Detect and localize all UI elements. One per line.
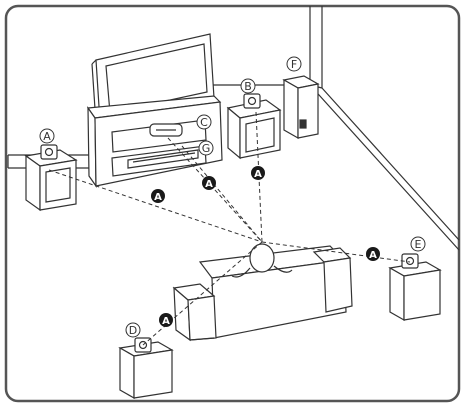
label-c: C <box>196 114 212 130</box>
svg-text:A: A <box>162 316 170 327</box>
distance-marker-5: A <box>159 313 173 327</box>
tv-stand <box>86 95 223 188</box>
label-e: E <box>410 236 426 252</box>
diagram-frame <box>4 4 461 403</box>
sofa-with-listener <box>172 243 353 342</box>
front-right-speaker <box>226 93 282 160</box>
svg-text:B: B <box>244 80 252 93</box>
label-a: A <box>39 128 55 144</box>
svg-text:A: A <box>43 130 51 143</box>
label-d: D <box>125 322 141 338</box>
svg-text:A: A <box>369 250 377 261</box>
label-f: F <box>286 56 302 72</box>
svg-text:E: E <box>415 238 422 251</box>
distance-marker-4: A <box>366 247 380 261</box>
svg-text:C: C <box>200 116 208 129</box>
label-g: G <box>198 140 214 156</box>
svg-text:G: G <box>202 142 211 155</box>
distance-marker-3: A <box>251 166 265 180</box>
subwoofer <box>282 75 320 140</box>
svg-text:A: A <box>254 169 262 180</box>
distance-marker-2: A <box>202 176 216 190</box>
svg-text:F: F <box>291 58 297 71</box>
svg-text:A: A <box>205 179 213 190</box>
label-b: B <box>240 78 256 94</box>
rear-right-speaker <box>388 253 442 322</box>
svg-text:A: A <box>154 192 162 203</box>
rear-left-speaker <box>118 337 174 400</box>
distance-marker-1: A <box>151 189 165 203</box>
front-left-speaker <box>24 144 78 212</box>
svg-text:D: D <box>129 324 137 337</box>
